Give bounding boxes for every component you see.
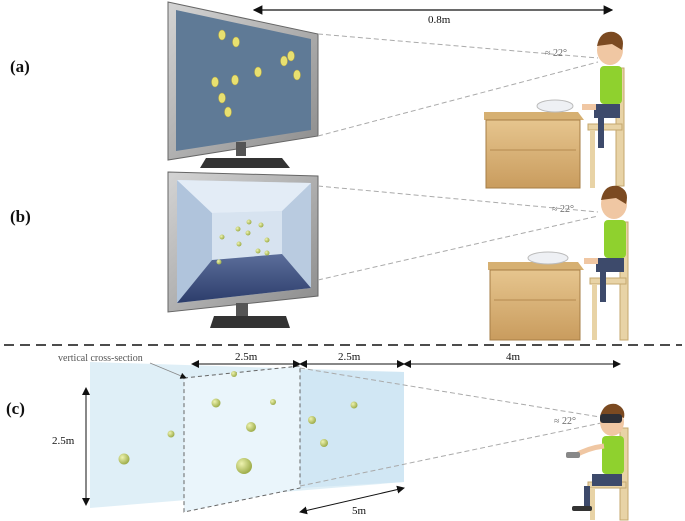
monitor-a (167, 1, 319, 168)
participant-headset-c (566, 403, 629, 521)
sphere-stimuli-volume (118, 371, 358, 474)
participant-seated-a (484, 31, 625, 189)
viewing-angle-b: ≈ 22° (552, 204, 574, 215)
vr-headset-icon (600, 414, 622, 423)
panel-b-label: (b) (10, 207, 31, 226)
vr-controller-icon (566, 452, 580, 458)
participant-seated-b (488, 185, 629, 341)
dim-width-1: 2.5m (235, 351, 258, 363)
vertical-cross-section (183, 365, 301, 513)
panel-a: (a) ≈ 22° 0.8m (10, 1, 625, 189)
dim-viewing-distance: 4m (506, 351, 521, 363)
cross-section-label: vertical cross-section (58, 353, 143, 364)
sphere-stimuli-3d (216, 219, 270, 265)
monitor-b (167, 171, 319, 328)
viewing-angle-a: ≈ 22° (545, 48, 567, 59)
viewing-angle-c: ≈ 22° (554, 416, 576, 427)
dim-depth: 5m (352, 505, 367, 517)
panel-c: (c) vertical cross-section 2.5m 2.5m 4m (6, 351, 629, 521)
dot-stimuli-2d (211, 29, 301, 118)
distance-label: 0.8m (428, 14, 451, 26)
dim-height: 2.5m (52, 435, 75, 447)
panel-a-label: (a) (10, 57, 30, 76)
virtual-floor (177, 254, 311, 303)
panel-b: (b) (10, 171, 629, 341)
dim-width-2: 2.5m (338, 351, 361, 363)
screen-a (176, 10, 311, 151)
panel-c-label: (c) (6, 399, 25, 418)
